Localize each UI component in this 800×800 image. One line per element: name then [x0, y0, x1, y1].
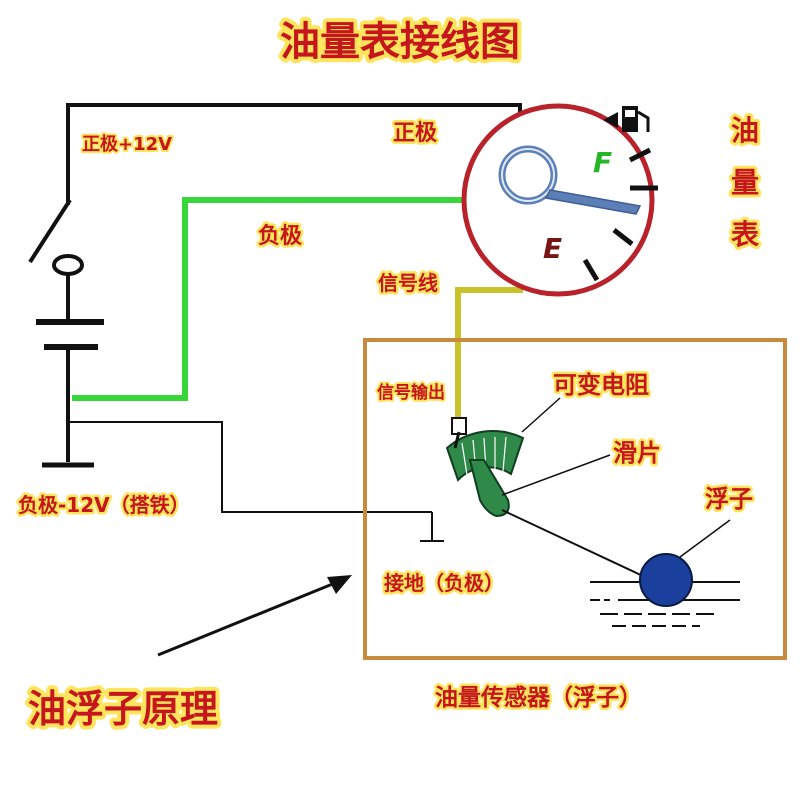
positive-wire — [66, 103, 522, 205]
principle-arrowhead — [327, 575, 352, 594]
signal-wire — [455, 287, 523, 420]
label-negative-12v: 负极-12V（搭铁） — [18, 493, 190, 517]
label-slider: 滑片 — [613, 439, 661, 467]
label-sensor: 油量传感器（浮子） — [435, 684, 642, 711]
diagram-title: 油量表接线图 — [280, 19, 520, 65]
label-ground: 接地（负极） — [384, 571, 504, 595]
fuel-gauge: F E — [461, 103, 658, 297]
callout-slider — [501, 454, 611, 496]
negative-wire — [72, 197, 472, 401]
fuel-pump-icon — [603, 106, 650, 132]
slider-arm — [468, 459, 510, 518]
gauge-label-char: 量 — [731, 166, 759, 199]
gauge-label-char: 油 — [731, 114, 759, 147]
label-signal-output: 信号输出 — [377, 382, 445, 403]
gauge-tick — [628, 147, 652, 163]
float-ball — [639, 553, 693, 607]
label-variable-resistor: 可变电阻 — [553, 371, 649, 399]
label-positive: 正极 — [393, 121, 438, 146]
gauge-tick — [582, 258, 600, 282]
label-float: 浮子 — [705, 485, 753, 513]
ground-wire — [70, 421, 432, 513]
gauge-needle — [498, 145, 642, 215]
label-positive-12v: 正极+12V — [82, 134, 172, 155]
fuel-sensor-box — [363, 338, 787, 660]
gauge-full-mark: F — [593, 146, 612, 179]
label-signal-wire: 信号线 — [378, 271, 438, 295]
label-principle: 油浮子原理 — [28, 687, 218, 731]
signal-terminal — [451, 417, 467, 435]
gauge-tick — [612, 228, 634, 246]
switch-contact — [52, 254, 84, 276]
switch-lever — [28, 198, 72, 264]
gauge-label-char: 表 — [731, 218, 759, 251]
principle-arrow — [157, 581, 336, 657]
float-rod — [501, 509, 646, 578]
gauge-empty-mark: E — [543, 232, 562, 265]
callout-variable-resistor — [521, 397, 561, 433]
callout-float — [679, 519, 731, 558]
label-negative: 负极 — [258, 224, 303, 249]
